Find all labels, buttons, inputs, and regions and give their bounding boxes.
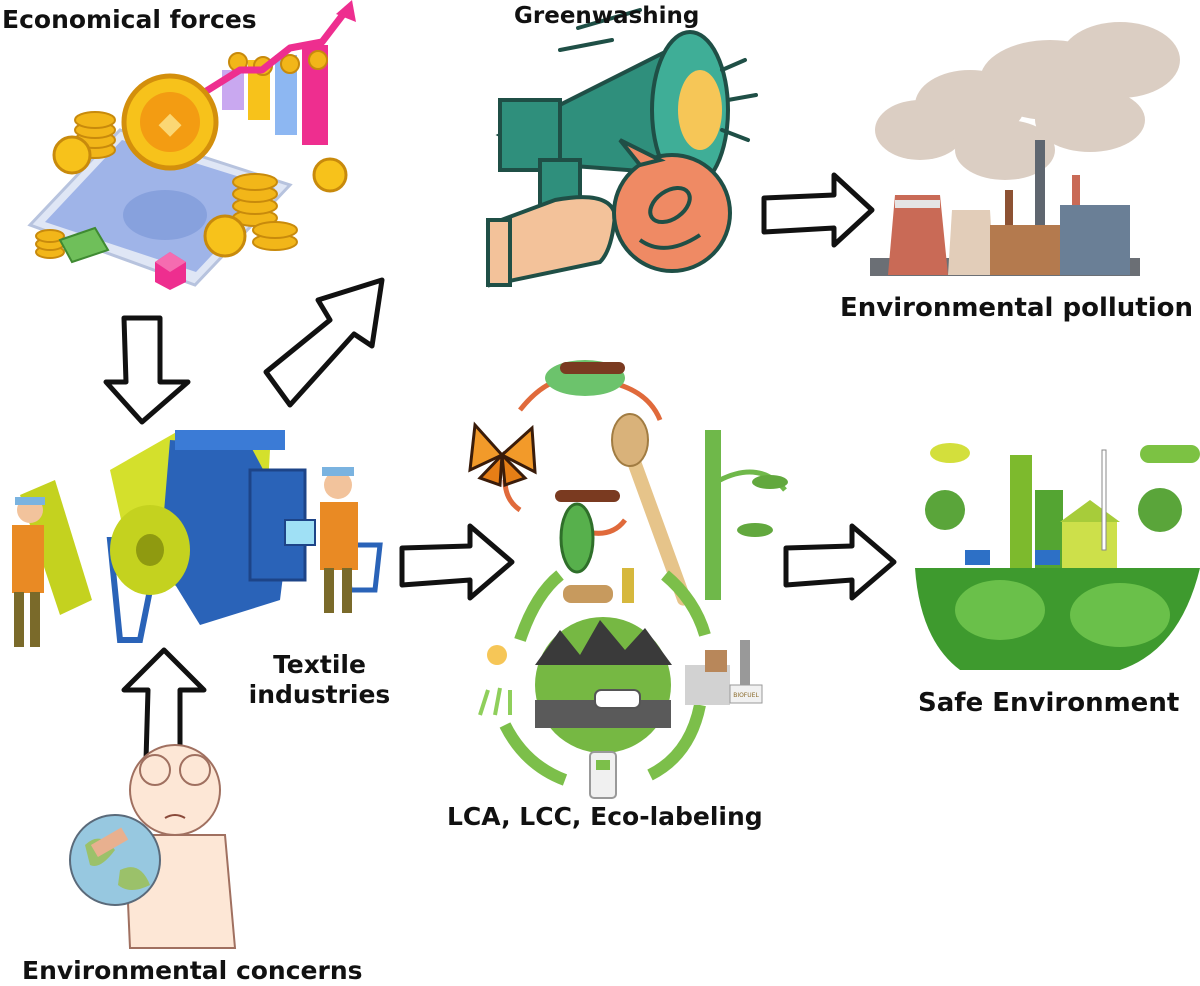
arrow-lca-to-safe bbox=[783, 523, 897, 601]
arrow-econ-to-textile bbox=[103, 315, 191, 425]
megaphone-icon bbox=[485, 8, 758, 288]
label-economical-forces: Economical forces bbox=[2, 5, 257, 34]
biofuel-sign-text: BIOFUEL bbox=[733, 692, 759, 699]
arrow-concern-to-textile bbox=[121, 647, 207, 763]
arrow-greenwashing-to-pollution bbox=[761, 172, 875, 248]
arrow-textile-to-econ bbox=[263, 277, 385, 408]
worried-person-globe-illustration bbox=[69, 744, 237, 949]
green-earth-city-icon bbox=[915, 443, 1200, 670]
svg-text:◆: ◆ bbox=[158, 106, 181, 141]
label-lca-lcc-eco-labeling: LCA, LCC, Eco-labeling bbox=[447, 802, 763, 831]
label-safe-environment: Safe Environment bbox=[918, 688, 1180, 718]
arrow-textile-to-lca bbox=[399, 523, 515, 601]
textile-machine-illustration bbox=[12, 430, 383, 647]
label-greenwashing: Greenwashing bbox=[514, 3, 700, 29]
label-environmental-pollution: Environmental pollution bbox=[840, 293, 1194, 323]
factory-smoke-icon bbox=[870, 22, 1180, 276]
coins-phone-chart-illustration: ◆ bbox=[27, 0, 356, 290]
label-environmental-concerns: Environmental concerns bbox=[22, 956, 363, 985]
eco-cycle-illustration: BIOFUEL bbox=[468, 360, 788, 799]
label-textile-industries: Textile industries bbox=[248, 650, 391, 709]
